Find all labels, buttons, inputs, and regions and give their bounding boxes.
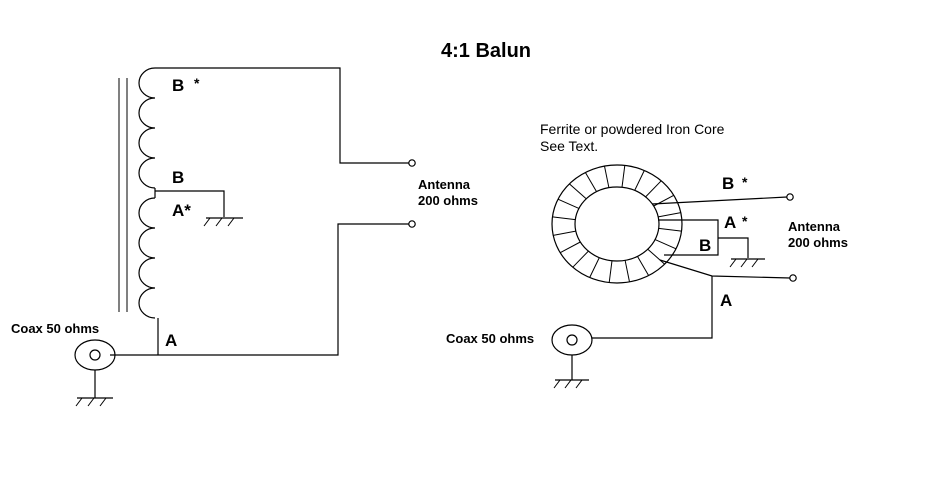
ground-symbol [729, 258, 765, 268]
wire-ground-tap [718, 237, 749, 258]
label-a-star: A [724, 213, 736, 232]
right-schematic: Ferrite or powdered Iron Core See Text. … [446, 121, 848, 389]
coax-connector [551, 324, 593, 380]
wire-ground-tap [155, 190, 225, 217]
toroid-segment-line [621, 165, 626, 188]
wire-b-star [651, 196, 788, 205]
toroid-segment-line [647, 248, 665, 265]
diagram-title: 4:1 Balun [441, 40, 531, 62]
toroid-segment-line [559, 241, 581, 254]
toroid-segment-line [589, 257, 600, 278]
antenna-terminal-top [786, 193, 794, 201]
coil-winding [138, 67, 156, 319]
coax-ground-symbol [553, 379, 589, 389]
wire-lower-antenna [659, 259, 791, 279]
toroid-segment-line [552, 216, 576, 221]
label-b: B [699, 236, 711, 255]
wire-bottom [110, 223, 409, 356]
toroid-segment-line [658, 212, 681, 218]
toroid-segments [552, 165, 682, 283]
toroid-segment-line [636, 256, 650, 276]
toroid-segment-line [658, 227, 682, 232]
toroid-segment-line [654, 239, 677, 250]
antenna-label: Antenna [418, 177, 471, 192]
label-a: A [165, 331, 177, 350]
toroid-segment-line [608, 260, 613, 283]
label-b-star: B [722, 174, 734, 193]
left-schematic: B * B A* A Antenna 200 ohms Coax 50 ohms [11, 67, 478, 407]
toroid-segment-line [572, 250, 589, 268]
core-description-line1: Ferrite or powdered Iron Core [540, 121, 725, 137]
toroid-segment-line [634, 170, 645, 191]
toroid-segment-line [645, 180, 662, 198]
toroid-segment-line [584, 172, 598, 192]
coax-label: Coax 50 ohms [446, 331, 534, 346]
label-a: A [720, 291, 732, 310]
star-marker-b: * [742, 174, 748, 190]
coax-label: Coax 50 ohms [11, 321, 99, 336]
coax-connector [74, 339, 116, 398]
toroid-segment-line [569, 183, 587, 200]
antenna-terminal-bottom [789, 274, 797, 282]
antenna-terminal-top [408, 159, 416, 167]
label-b-star: B [172, 76, 184, 95]
toroid-core [551, 164, 683, 284]
wire-a [592, 276, 713, 339]
toroid-segment-line [604, 166, 610, 188]
star-marker: * [194, 75, 200, 91]
antenna-label: Antenna [788, 219, 841, 234]
toroid-segment-line [553, 230, 576, 236]
ground-symbol [203, 217, 243, 227]
core-description-line2: See Text. [540, 138, 598, 154]
star-marker-a: * [742, 213, 748, 229]
label-b: B [172, 168, 184, 187]
toroid-segment-line [624, 260, 630, 282]
antenna-impedance: 200 ohms [418, 193, 478, 208]
toroid-segment-line [557, 198, 580, 209]
coax-ground-symbol [75, 397, 113, 407]
antenna-impedance: 200 ohms [788, 235, 848, 250]
antenna-terminal-bottom [408, 220, 416, 228]
toroid-segment-line [653, 194, 675, 207]
wire-top [155, 67, 409, 164]
label-a-star: A* [172, 201, 191, 220]
